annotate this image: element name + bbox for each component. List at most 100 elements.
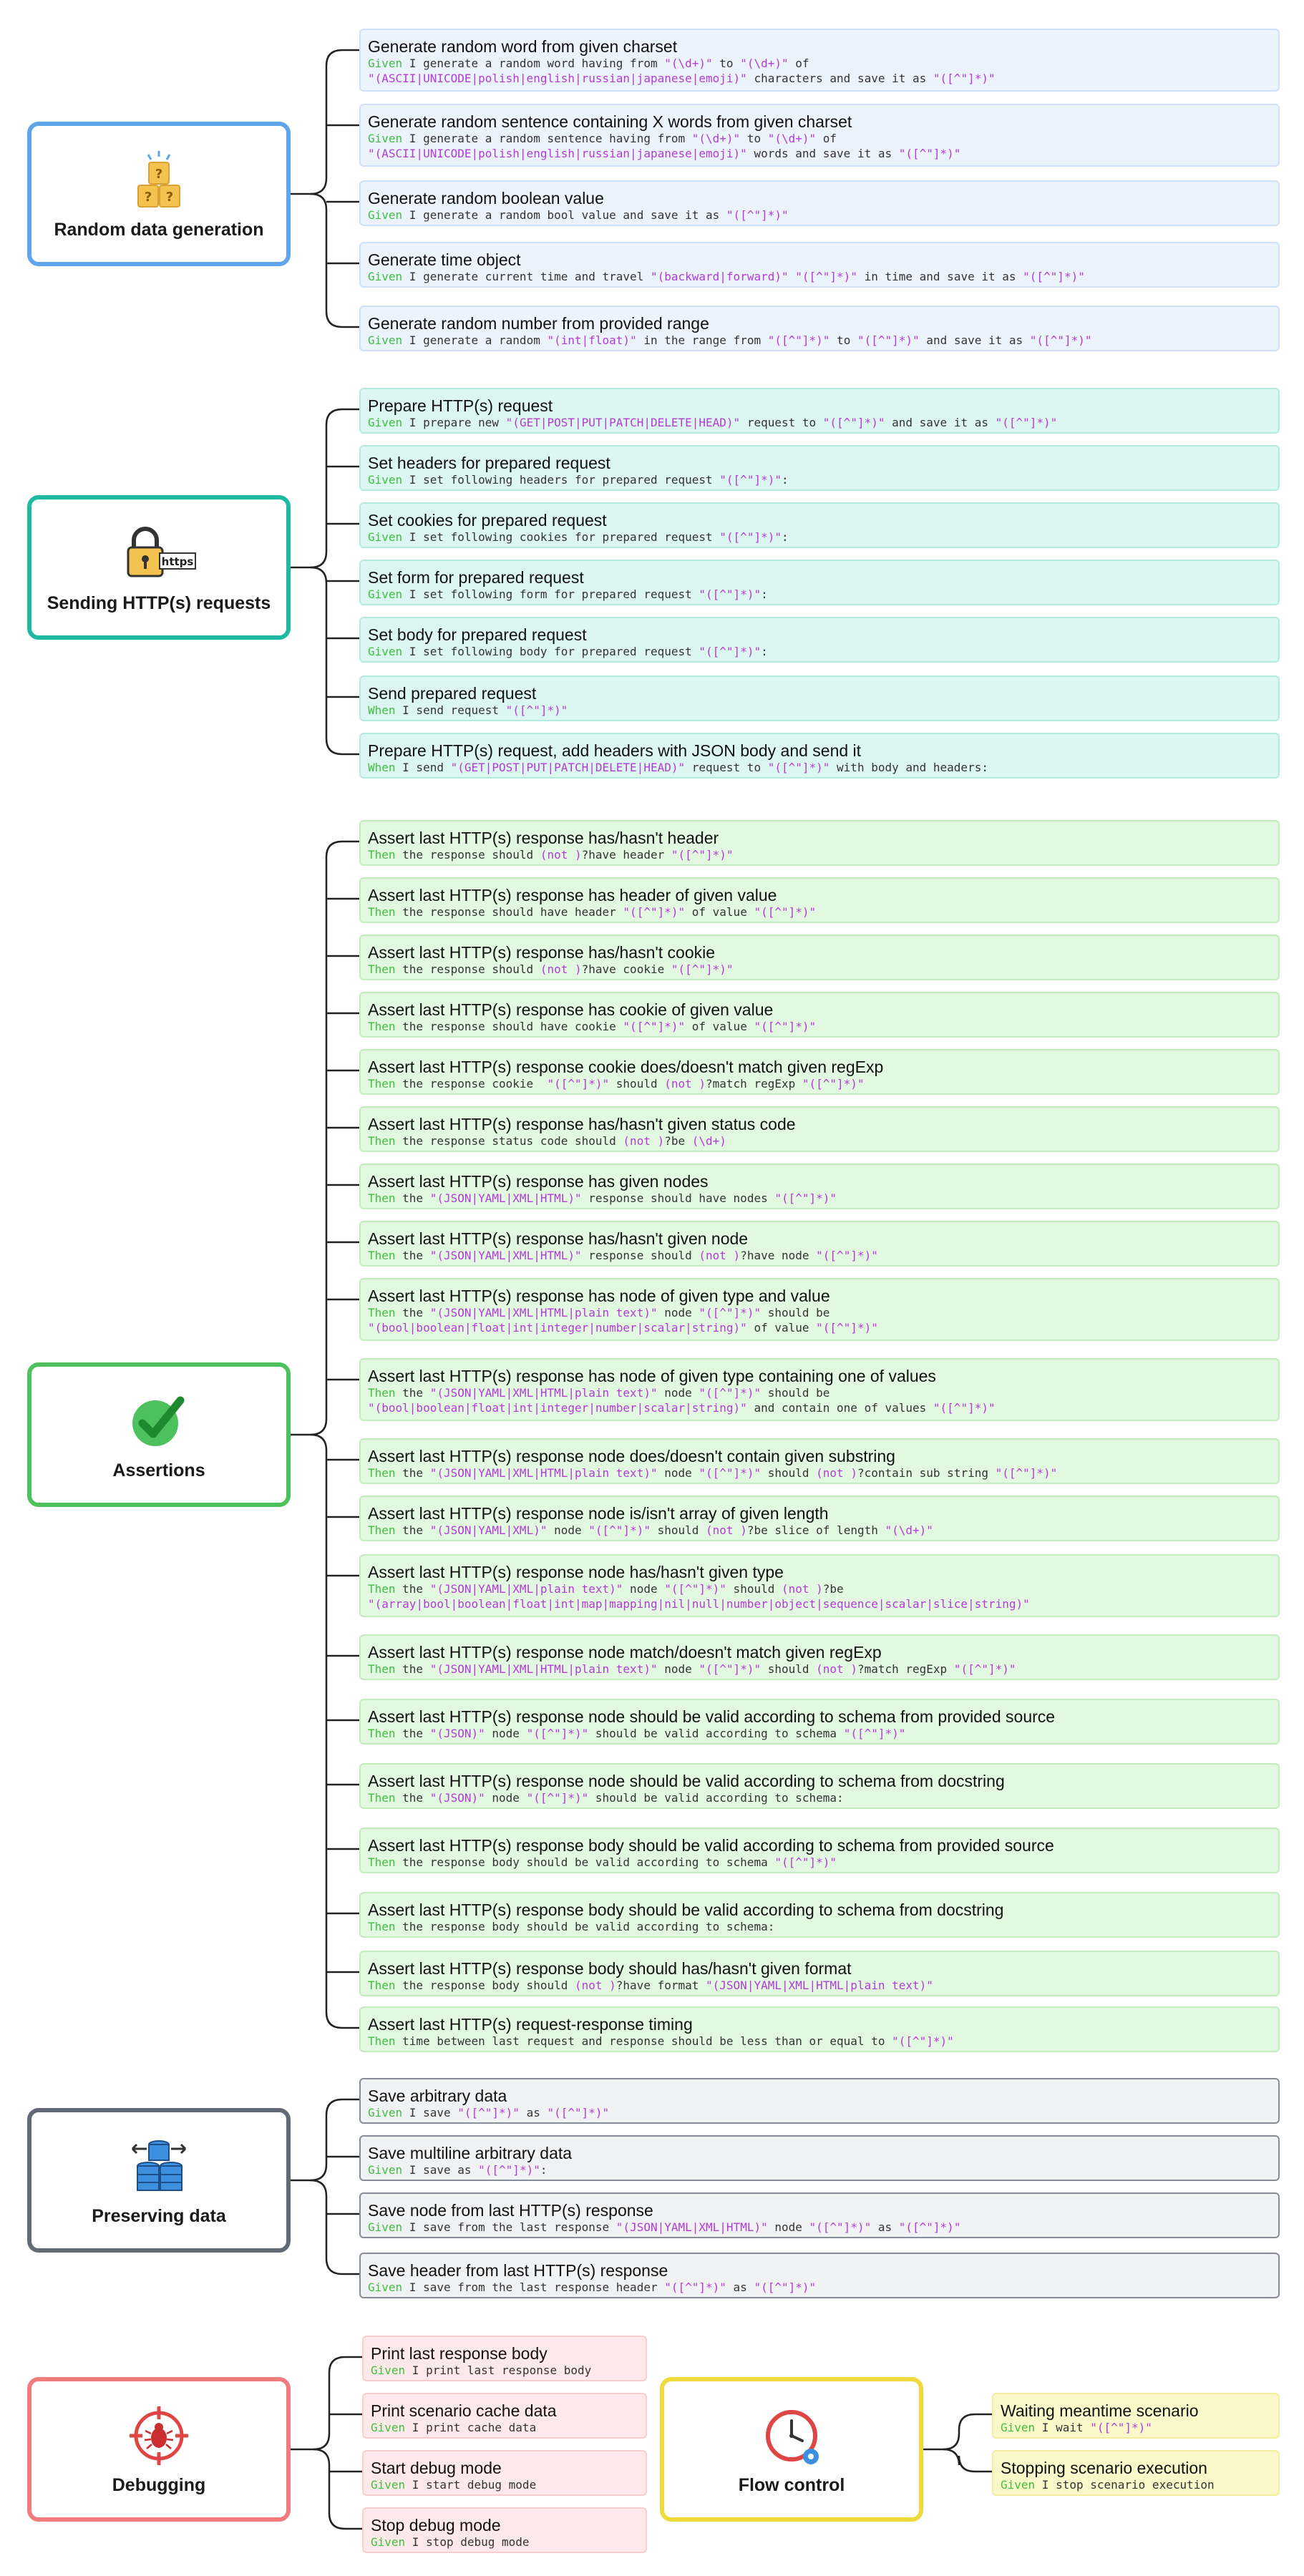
step-keyword: Then [368,1855,396,1869]
step-keyword: Then [368,962,396,976]
step-pattern: "([^"]*)" [843,1727,906,1740]
step-keyword: Then [368,1191,396,1205]
svg-text:?: ? [166,190,173,205]
step-text: ?match regExp [857,1662,954,1676]
step-text: : [781,530,789,544]
step-title: Assert last HTTP(s) response node has/ha… [368,1563,784,1581]
step-code-line: Then the "(JSON)" node "([^"]*)" should … [368,1726,1270,1741]
step-keyword: Then [368,905,396,919]
category-sending-http-requests: https Sending HTTP(s) requests [27,495,291,640]
step-text: ?contain sub string [857,1466,996,1480]
step-title: Stop debug mode [371,2516,501,2534]
step-text: I generate current time and travel [402,270,651,283]
step-pattern: "([^"]*)" [699,1306,762,1319]
step-pattern: "(bool|boolean|float|int|integer|number|… [368,1321,747,1335]
step-keyword: Then [368,1020,396,1033]
step-code-line: "(bool|boolean|float|int|integer|number|… [368,1320,1270,1335]
step-title: Assert last HTTP(s) response node should… [368,1772,1005,1790]
step-text: node [657,1306,699,1319]
step-assertions-13: Assert last HTTP(s) response node match/… [359,1634,1280,1680]
step-text: ?have cookie [581,962,671,976]
step-title: Assert last HTTP(s) request-response tim… [368,2015,693,2034]
step-title: Set cookies for prepared request [368,511,607,530]
step-title: Assert last HTTP(s) response has/hasn't … [368,943,716,962]
category-preserving-data: Preserving data [27,2108,291,2253]
step-title: Assert last HTTP(s) response node match/… [368,1643,882,1662]
step-text: I generate a random word having from [402,57,665,70]
step-code-line: Given I set following form for prepared … [368,587,1270,602]
step-pattern: (not ) [706,1523,747,1537]
category-flow-control: Flow control [660,2377,923,2522]
step-pattern: "([^"]*)" [754,1020,817,1033]
step-pattern: "([^"]*)" [1090,2421,1152,2434]
step-title: Prepare HTTP(s) request [368,396,553,415]
step-keyword: Then [368,1306,396,1319]
step-pattern: "([^"]*)" [809,2220,872,2234]
step-text: : [781,473,789,487]
step-title: Prepare HTTP(s) request, add headers wit… [368,741,862,760]
step-title: Assert last HTTP(s) response node is/isn… [368,1504,829,1523]
category-title: Flow control [738,2474,845,2495]
step-text: of [788,57,809,70]
step-pattern: "([^"]*)" [892,2034,954,2048]
step-pattern: (\d+) [691,1134,726,1148]
step-pattern: "(JSON|YAML|XML|HTML|plain text)" [429,1386,658,1400]
step-assertions-0: Assert last HTTP(s) response has/hasn't … [359,820,1280,866]
step-text: should be [761,1306,830,1319]
step-pattern: "(JSON|YAML|XML|HTML|plain text)" [429,1306,658,1319]
step-title: Save arbitrary data [368,2087,507,2105]
step-pattern: "([^"]*)" [767,333,830,347]
step-text: I generate a random sentence having from [402,132,692,145]
step-code-line: Then the response body should be valid a… [368,1855,1270,1870]
step-pattern: "([^"]*)" [505,703,568,717]
step-pattern: "([^"]*)" [995,1466,1058,1480]
step-pattern: "([^"]*)" [699,1466,762,1480]
step-title: Assert last HTTP(s) response node should… [368,1707,1056,1726]
step-title: Assert last HTTP(s) response cookie does… [368,1058,884,1076]
step-assertions-8: Assert last HTTP(s) response has node of… [359,1278,1280,1341]
step-pattern: "(GET|POST|PUT|PATCH|DELETE|HEAD)" [505,416,741,429]
step-assertions-6: Assert last HTTP(s) response has given n… [359,1163,1280,1209]
step-code-line: Then the response body should be valid a… [368,1919,1270,1934]
step-code-line: "(array|bool|boolean|float|int|map|mappi… [368,1596,1270,1611]
step-assertions-7: Assert last HTTP(s) response has/hasn't … [359,1221,1280,1267]
connector-flow-lower [943,2448,992,2473]
step-code-line: Then the "(JSON|YAML|XML|HTML|plain text… [368,1305,1270,1320]
step-code-line: Then time between last request and respo… [368,2034,1270,2049]
step-title: Assert last HTTP(s) response has/hasn't … [368,829,719,847]
step-text: the response should [395,962,540,976]
svg-text:?: ? [145,190,152,205]
step-keyword: When [368,703,396,717]
step-pattern: "(JSON|YAML|XML|plain text)" [429,1582,623,1596]
step-text: ?have format [615,1979,706,1992]
step-keyword: Given [371,2535,406,2549]
step-pattern: "(ASCII|UNICODE|polish|english|russian|j… [368,72,747,85]
step-text: I send [395,761,451,774]
step-pattern: "([^"]*)" [767,761,830,774]
step-keyword: Given [1001,2421,1036,2434]
step-keyword: Then [368,1920,396,1933]
category-title: Assertions [112,1460,205,1480]
step-code-line: "(ASCII|UNICODE|polish|english|russian|j… [368,71,1270,86]
step-text: I save from the last response [402,2220,616,2234]
step-text: I generate a random [402,333,548,347]
step-keyword: Then [368,848,396,862]
step-pattern: "([^"]*)" [933,72,996,85]
step-text: : [761,587,768,601]
step-keyword: Given [368,473,403,487]
step-text: should [650,1523,706,1537]
svg-text:https: https [162,555,194,568]
step-text: request to [685,761,768,774]
step-title: Print last response body [371,2344,548,2363]
step-code-line: Then the response should have header "([… [368,904,1270,919]
step-assertions-14: Assert last HTTP(s) response node should… [359,1699,1280,1745]
step-pattern: "(JSON|YAML|XML|HTML)" [429,1249,582,1262]
step-text: words and save it as [746,147,899,160]
step-text: request to [740,416,823,429]
question-boxes-icon: ? ? ? [137,150,180,208]
